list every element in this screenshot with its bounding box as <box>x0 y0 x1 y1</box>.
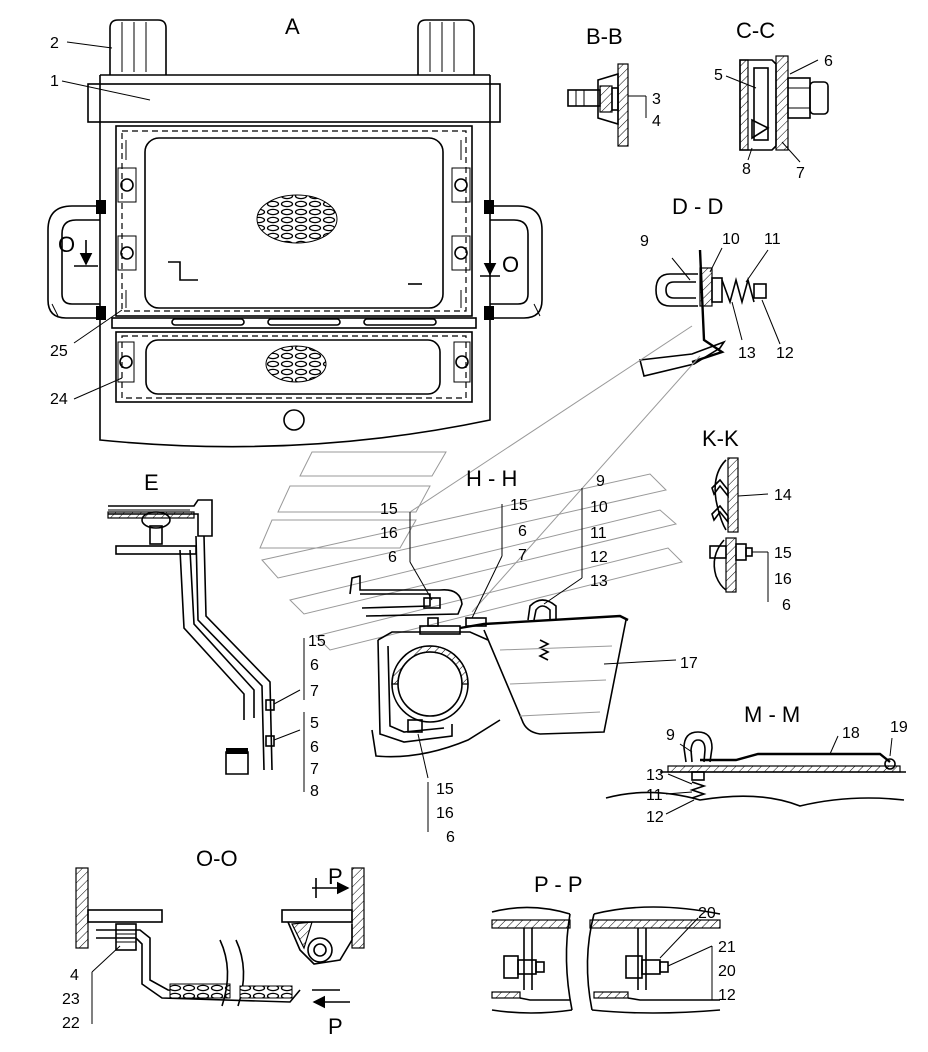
callout-25: 25 <box>50 343 68 360</box>
callout-m-18: 18 <box>842 725 860 742</box>
view-pp-title: P - P <box>534 872 583 897</box>
callout-o-22: 22 <box>62 1015 80 1032</box>
section-marker-p-top: P <box>328 864 343 889</box>
callout-h-16a: 16 <box>380 525 398 542</box>
callout-p-20a: 20 <box>698 905 716 922</box>
callout-o-4: 4 <box>70 967 79 984</box>
callout-k-15: 15 <box>774 545 792 562</box>
callout-h-10: 10 <box>590 499 608 516</box>
callout-m-19: 19 <box>890 719 908 736</box>
callout-e-8: 8 <box>310 783 319 800</box>
callout-h-16c: 16 <box>436 805 454 822</box>
callout-h-6b: 6 <box>518 523 527 540</box>
callout-e-6b: 6 <box>310 739 319 756</box>
view-bb <box>567 63 647 147</box>
callout-h-15a: 15 <box>380 501 398 518</box>
callout-bb-3: 3 <box>652 91 661 108</box>
view-dd <box>639 247 781 377</box>
section-marker-p-bottom: P <box>328 1014 343 1039</box>
callout-k-6: 6 <box>782 597 791 614</box>
view-kk <box>709 457 769 602</box>
callout-cc-6: 6 <box>824 53 833 70</box>
callout-m-11: 11 <box>646 787 663 804</box>
callout-cc-8: 8 <box>742 161 751 178</box>
view-cc <box>725 55 829 163</box>
callout-h-7b: 7 <box>518 547 527 564</box>
callout-dd-10: 10 <box>722 231 740 248</box>
view-kk-title: K-K <box>702 426 739 451</box>
callout-e-7a: 7 <box>310 683 319 700</box>
view-hh <box>349 488 677 832</box>
view-mm-title: M - M <box>744 702 800 727</box>
callout-e-5: 5 <box>310 715 319 732</box>
callout-1: 1 <box>50 73 59 90</box>
callout-h-12: 12 <box>590 549 608 566</box>
callout-e-7b: 7 <box>310 761 319 778</box>
callout-cc-5: 5 <box>714 67 723 84</box>
callout-h-15b: 15 <box>510 497 528 514</box>
callout-h-9: 9 <box>596 473 605 490</box>
callout-h-17: 17 <box>680 655 698 672</box>
view-a <box>47 19 543 448</box>
callout-h-6a: 6 <box>388 549 397 566</box>
view-a-title: A <box>285 14 300 39</box>
callout-p-12: 12 <box>718 987 736 1004</box>
view-e-title: E <box>144 470 159 495</box>
callout-dd-9: 9 <box>640 233 649 250</box>
view-oo-title: O-O <box>196 846 238 871</box>
callout-bb-4: 4 <box>652 113 661 130</box>
section-marker-o-right: O <box>502 252 519 277</box>
callout-h-6c: 6 <box>446 829 455 846</box>
view-bb-title: B-B <box>586 24 623 49</box>
view-dd-title: D - D <box>672 194 723 219</box>
ghost-planes <box>259 451 683 651</box>
callout-p-20b: 20 <box>718 963 736 980</box>
view-cc-title: C-C <box>736 18 775 43</box>
section-marker-o-left: O <box>58 232 75 257</box>
view-oo <box>75 867 365 1024</box>
view-mm <box>605 731 906 815</box>
callout-dd-11: 11 <box>764 231 781 248</box>
callout-h-15c: 15 <box>436 781 454 798</box>
callout-m-12: 12 <box>646 809 664 826</box>
callout-k-14: 14 <box>774 487 792 504</box>
callout-dd-13: 13 <box>738 345 756 362</box>
callout-k-16: 16 <box>774 571 792 588</box>
callout-2: 2 <box>50 35 59 52</box>
callout-cc-7: 7 <box>796 165 805 182</box>
callout-h-13: 13 <box>590 573 608 590</box>
callout-e-15: 15 <box>308 633 326 650</box>
callout-o-23: 23 <box>62 991 80 1008</box>
callout-e-6a: 6 <box>310 657 319 674</box>
view-pp <box>491 906 721 1014</box>
callout-m-9: 9 <box>666 727 675 744</box>
callout-m-13: 13 <box>646 767 664 784</box>
view-hh-title: H - H <box>466 466 517 491</box>
callout-dd-12: 12 <box>776 345 794 362</box>
callout-h-11: 11 <box>590 525 607 542</box>
view-e <box>107 499 305 792</box>
callout-24: 24 <box>50 391 68 408</box>
callout-p-21: 21 <box>718 939 736 956</box>
